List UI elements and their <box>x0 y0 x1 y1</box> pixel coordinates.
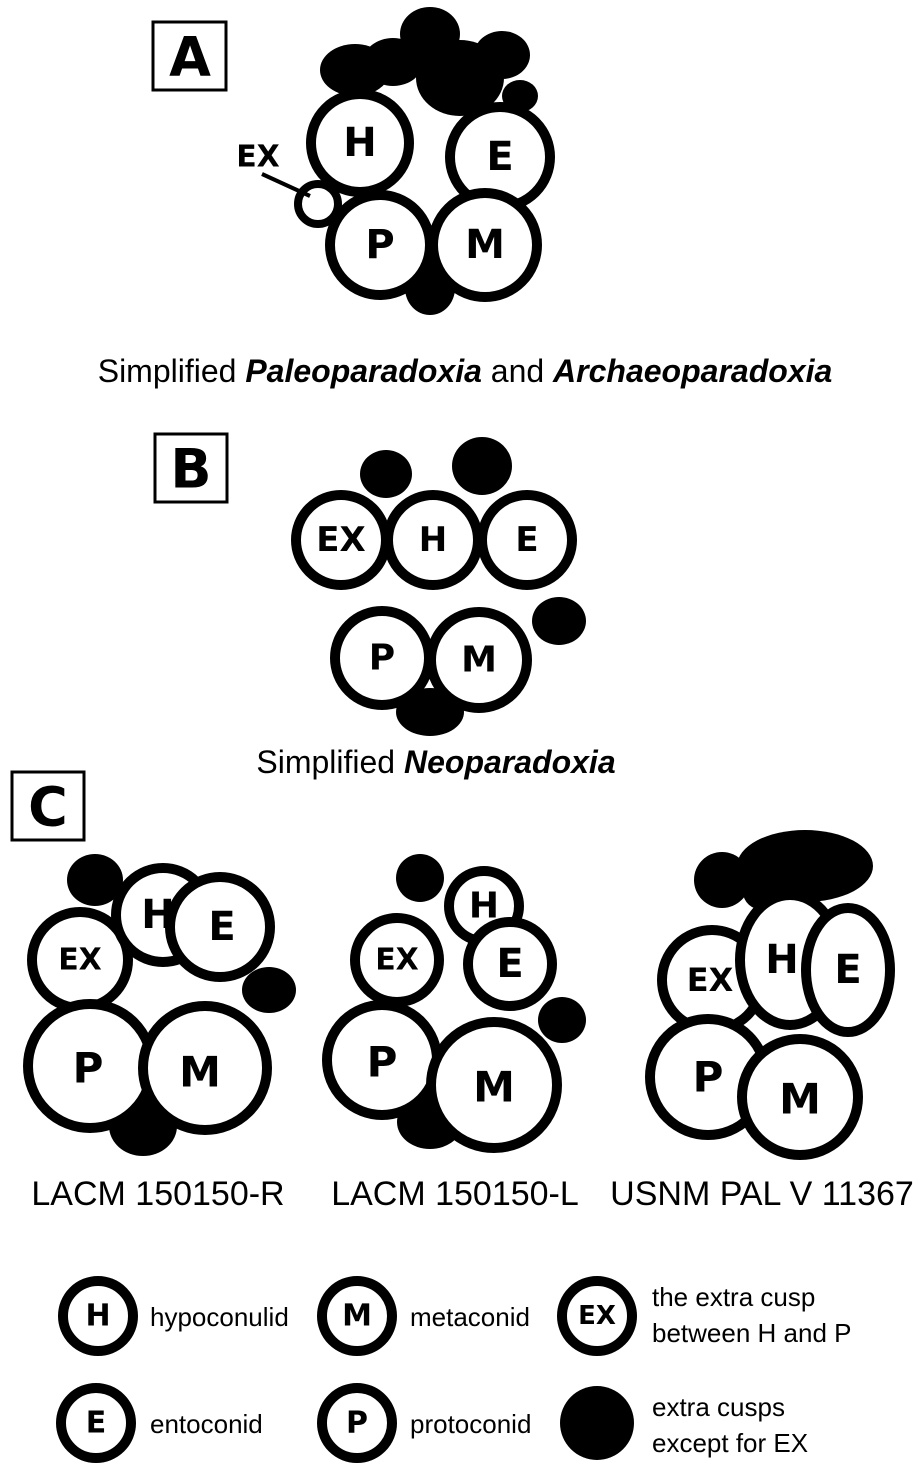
hypoconulid-cusp <box>306 89 414 197</box>
panel-b: B EX H E P M Simplified Neoparadoxia <box>153 432 616 780</box>
protoconid-label: P <box>367 1038 398 1087</box>
legend-text: extra cusps <box>652 1392 785 1422</box>
metaconid-cusp <box>426 607 532 713</box>
protoconid-label: P <box>73 1044 104 1093</box>
protoconid-label: P <box>369 638 395 679</box>
metaconid-cusp <box>138 1001 272 1135</box>
ex-callout-label: EX <box>236 140 280 175</box>
legend-text: protoconid <box>410 1409 531 1439</box>
entoconid-cusp <box>463 917 557 1011</box>
metaconid-label: M <box>473 1063 515 1112</box>
panel-a-letter: A <box>169 26 211 89</box>
specimen-usnm-pal-v-11367: EX H E P M USNM PAL V 11367 <box>610 830 914 1213</box>
protoconid-label: P <box>365 222 394 268</box>
legend: H hypoconulid M metaconid EX the extra c… <box>56 1276 851 1463</box>
legend-symbol-label: EX <box>578 1301 616 1331</box>
panel-c-letter: C <box>28 776 68 839</box>
panel-a-letter-box <box>151 20 228 92</box>
extra-cusp-blob <box>242 967 296 1013</box>
protoconid-label: P <box>693 1053 724 1102</box>
extra-cusp-blob <box>538 997 586 1043</box>
extra-cusp-blob <box>360 450 412 498</box>
specimen-lacm-150150-r: EX H E P M LACM 150150-R <box>23 854 296 1213</box>
ex-label: EX <box>375 943 419 978</box>
metaconid-cusp <box>737 1034 863 1160</box>
entoconid-label: E <box>515 520 538 560</box>
specimen-label: LACM 150150-L <box>331 1175 579 1213</box>
legend-item-hypoconulid: H hypoconulid <box>58 1276 289 1356</box>
extra-cusp-blob <box>694 852 750 908</box>
legend-symbol-label: H <box>85 1299 110 1334</box>
legend-symbol-label: E <box>86 1406 107 1441</box>
legend-text: except for EX <box>652 1428 808 1458</box>
panel-a: A H E P M EX Simplified Paleoparadoxia a… <box>98 7 833 389</box>
legend-symbol <box>317 1276 397 1356</box>
hypoconulid-label: H <box>469 886 499 927</box>
legend-text: between H and P <box>652 1318 851 1348</box>
legend-item-protoconid: P protoconid <box>317 1383 531 1463</box>
metaconid-label: M <box>779 1075 821 1124</box>
extra-cusp-blob <box>396 854 444 902</box>
legend-symbol-filled <box>560 1386 634 1460</box>
metaconid-label: M <box>461 640 497 681</box>
metaconid-label: M <box>179 1048 221 1097</box>
specimen-label: USNM PAL V 11367 <box>610 1175 914 1213</box>
legend-symbol-label: P <box>346 1406 368 1441</box>
legend-text: metaconid <box>410 1302 530 1332</box>
ex-label: EX <box>687 961 734 999</box>
entoconid-label: E <box>208 904 235 950</box>
legend-symbol <box>317 1383 397 1463</box>
panel-b-letter-box <box>153 432 229 504</box>
legend-symbol <box>58 1276 138 1356</box>
extra-cusp-blob <box>452 437 512 495</box>
panel-b-letter: B <box>170 438 211 501</box>
extra-cusp-blob <box>474 31 530 79</box>
entoconid-cusp <box>801 903 895 1037</box>
hypoconulid-label: H <box>419 520 447 560</box>
entoconid-label: E <box>496 941 523 987</box>
extra-cusp-blob <box>532 597 586 645</box>
entoconid-label: E <box>486 134 513 180</box>
ex-callout-line <box>261 172 311 198</box>
metaconid-label: M <box>465 222 505 268</box>
legend-symbol <box>56 1383 136 1463</box>
specimen-label: LACM 150150-R <box>31 1175 284 1213</box>
legend-text: hypoconulid <box>150 1302 289 1332</box>
extra-cusp-blob <box>67 854 123 906</box>
entoconid-cusp <box>165 872 275 982</box>
specimen-lacm-150150-l: EX H E P M LACM 150150-L <box>322 854 586 1213</box>
metaconid-cusp <box>428 188 542 302</box>
ex-label: EX <box>58 943 102 978</box>
panel-c-letter-box <box>10 770 86 842</box>
legend-text: entoconid <box>150 1409 263 1439</box>
legend-item-extra-cusp-ex: EX the extra cusp between H and P <box>557 1276 851 1356</box>
extra-cusp-ex <box>294 180 342 228</box>
entoconid-label: E <box>834 947 861 993</box>
metaconid-cusp <box>426 1017 562 1153</box>
legend-item-metaconid: M metaconid <box>317 1276 530 1356</box>
legend-item-entoconid: E entoconid <box>56 1383 263 1463</box>
panel-c: C EX H E P M LACM 150150-R EX <box>10 770 914 1213</box>
ex-label: EX <box>316 520 365 560</box>
entoconid-cusp <box>477 490 577 590</box>
hypoconulid-label: H <box>343 120 376 166</box>
legend-symbol <box>557 1276 637 1356</box>
hypoconulid-label: H <box>765 937 798 983</box>
legend-text: the extra cusp <box>652 1282 815 1312</box>
legend-symbol-label: M <box>342 1299 372 1334</box>
legend-item-extra-cusps: extra cusps except for EX <box>560 1386 808 1460</box>
panel-b-caption: Simplified Neoparadoxia <box>256 744 615 780</box>
panel-a-caption: Simplified Paleoparadoxia and Archaeopar… <box>98 353 833 389</box>
